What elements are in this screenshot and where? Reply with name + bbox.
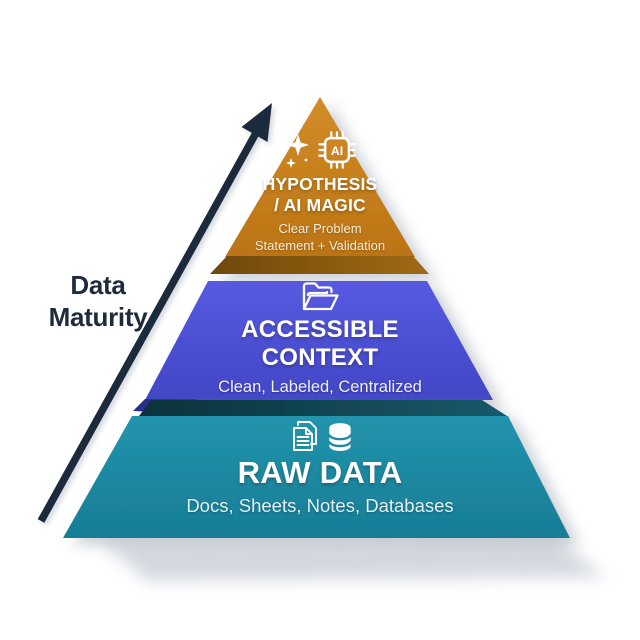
tier-rawdata-face bbox=[63, 416, 570, 538]
tier-hypothesis-face bbox=[225, 97, 415, 257]
data-maturity-line2: Maturity bbox=[48, 301, 148, 332]
arrowhead bbox=[241, 103, 272, 142]
tier-rawdata-shape bbox=[63, 400, 570, 538]
tier-hypothesis-shape bbox=[210, 97, 429, 274]
maturity-arrow bbox=[37, 103, 272, 523]
tier-hypothesis-edge bbox=[210, 256, 429, 274]
data-maturity-label: Data Maturity bbox=[26, 270, 170, 333]
ground-shadow bbox=[100, 539, 606, 581]
tier-context-face bbox=[145, 281, 493, 400]
tier-context-shape bbox=[133, 281, 493, 413]
data-maturity-line1: Data bbox=[70, 270, 126, 300]
tier-rawdata-edge bbox=[139, 400, 507, 416]
